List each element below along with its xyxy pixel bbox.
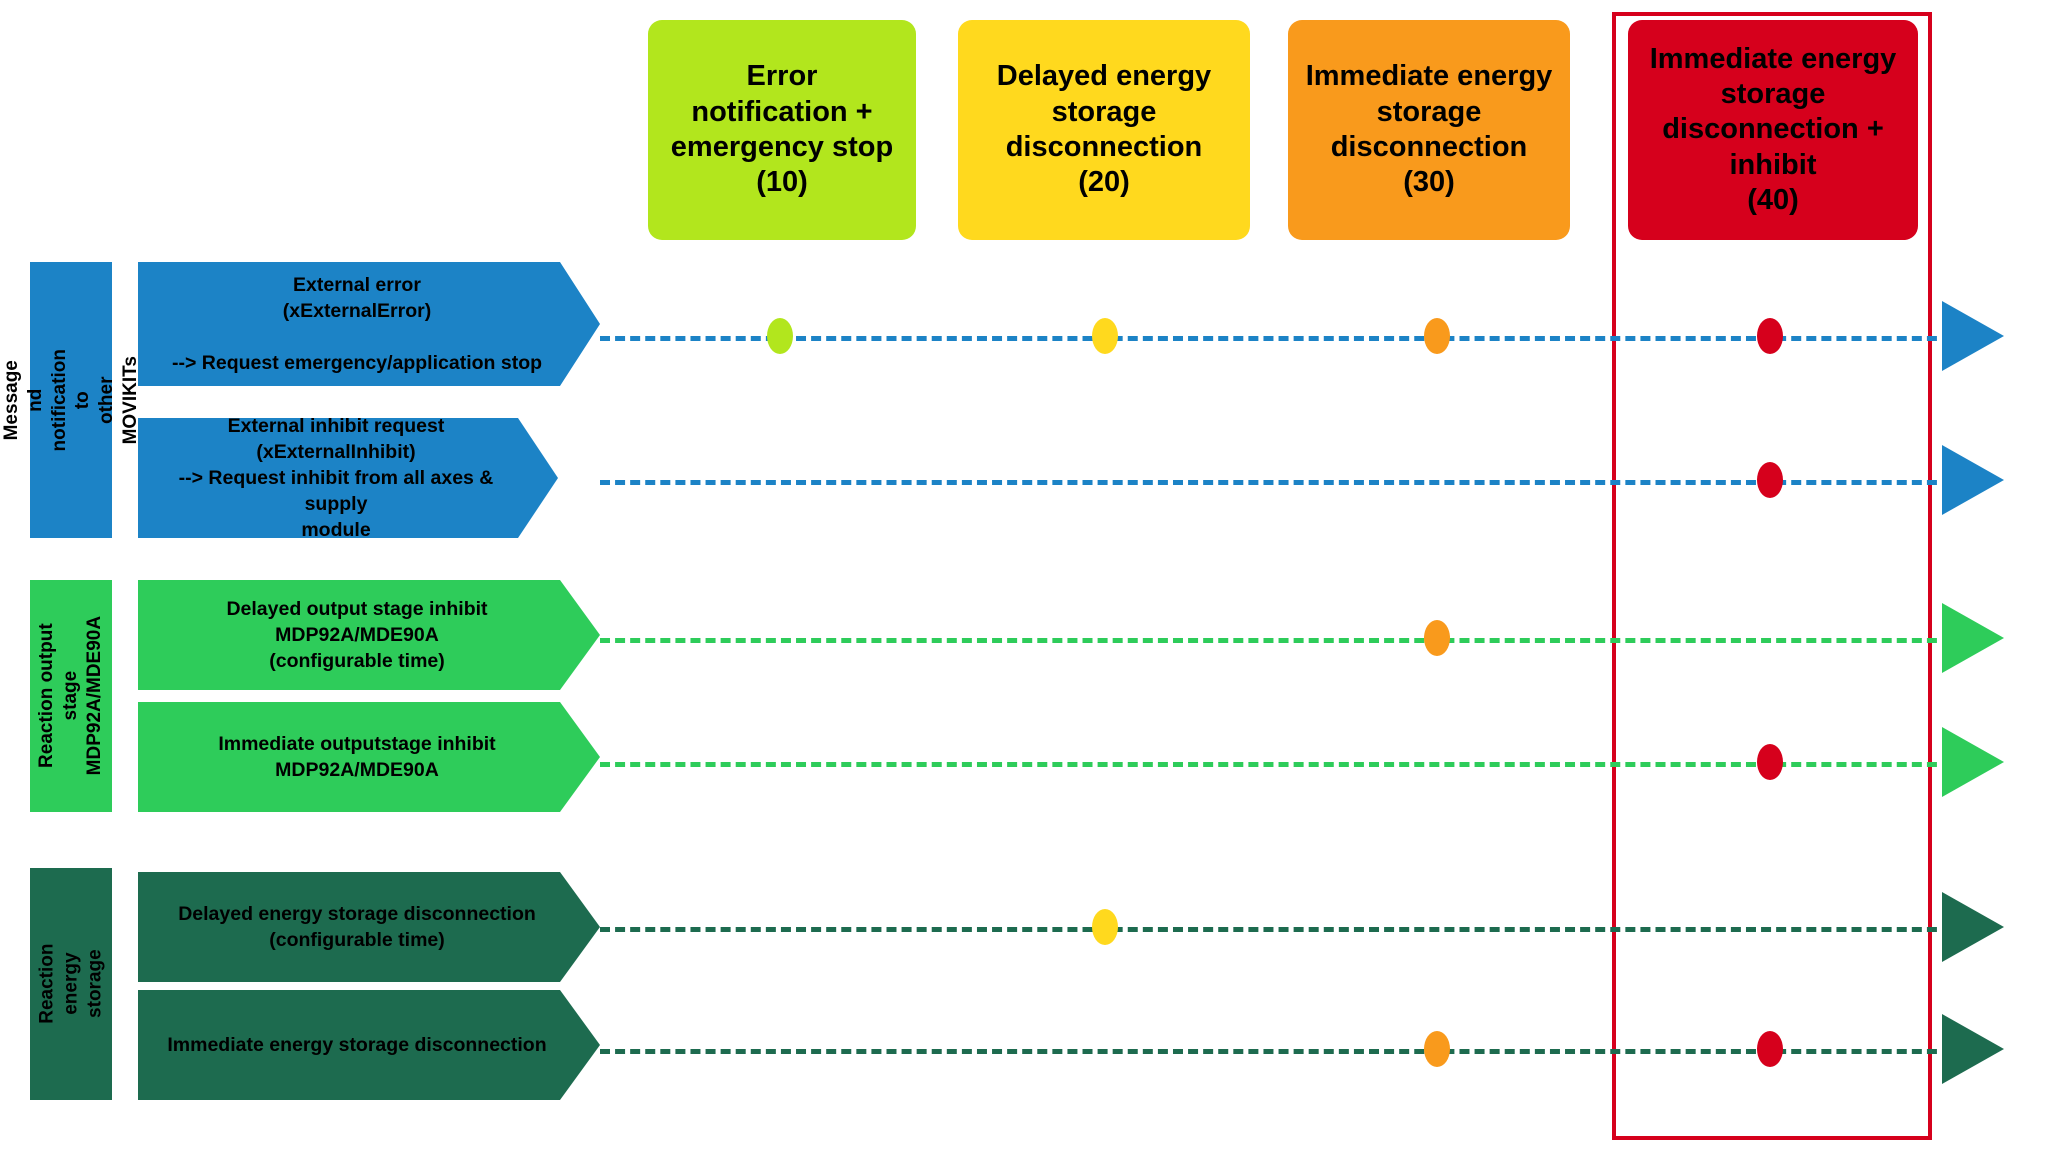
row-banner-row-delayed-energy-disconnect[interactable]: Delayed energy storage disconnection (co… xyxy=(138,872,600,982)
marker-dot-row-delayed-energy-disconnect-col-20[interactable] xyxy=(1092,909,1118,945)
column-header-40[interactable]: Immediate energy storage disconnection +… xyxy=(1628,20,1918,240)
row-banner-row-immediate-energy-disconnect[interactable]: Immediate energy storage disconnection xyxy=(138,990,600,1100)
connector-line-row-delayed-output-inhibit xyxy=(600,638,1952,643)
group-label-text: Message nd notification to other MOVIKIT… xyxy=(0,348,141,452)
connector-line-row-delayed-energy-disconnect xyxy=(600,927,1952,932)
highlight-column-outline xyxy=(1612,12,1932,1140)
connector-line-row-immediate-output-inhibit xyxy=(600,762,1952,767)
row-end-arrow-icon-row-immediate-energy-disconnect xyxy=(1942,1014,2004,1084)
marker-dot-row-external-error-col-40[interactable] xyxy=(1757,318,1783,354)
row-banner-row-immediate-output-inhibit[interactable]: Immediate outputstage inhibit MDP92A/MDE… xyxy=(138,702,600,812)
marker-dot-row-external-error-col-30[interactable] xyxy=(1424,318,1450,354)
marker-dot-row-immediate-output-inhibit-col-40[interactable] xyxy=(1757,744,1783,780)
row-end-arrow-icon-row-external-error xyxy=(1942,301,2004,371)
group-label-group-messages: Message nd notification to other MOVIKIT… xyxy=(1,262,141,538)
column-header-30[interactable]: Immediate energy storage disconnection (… xyxy=(1288,20,1570,240)
row-end-arrow-icon-row-delayed-energy-disconnect xyxy=(1942,892,2004,962)
row-banner-row-delayed-output-inhibit[interactable]: Delayed output stage inhibit MDP92A/MDE9… xyxy=(138,580,600,690)
marker-dot-row-external-error-col-20[interactable] xyxy=(1092,318,1118,354)
row-banner-row-external-error[interactable]: External error (xExternalError) --> Requ… xyxy=(138,262,600,386)
column-header-20[interactable]: Delayed energy storage disconnection (20… xyxy=(958,20,1250,240)
connector-line-row-immediate-energy-disconnect xyxy=(600,1049,1952,1054)
row-end-arrow-icon-row-immediate-output-inhibit xyxy=(1942,727,2004,797)
row-end-arrow-icon-row-external-inhibit xyxy=(1942,445,2004,515)
group-label-group-energy-storage: Reaction energy storage xyxy=(30,868,112,1100)
marker-dot-row-external-error-col-10[interactable] xyxy=(767,318,793,354)
row-end-arrow-icon-row-delayed-output-inhibit xyxy=(1942,603,2004,673)
connector-line-row-external-error xyxy=(600,336,1952,341)
group-label-text: Reaction energy storage xyxy=(36,943,105,1025)
marker-dot-row-immediate-energy-disconnect-col-30[interactable] xyxy=(1424,1031,1450,1067)
group-label-text: Reaction output stage MDP92A/MDE90A xyxy=(36,616,105,776)
marker-dot-row-external-inhibit-col-40[interactable] xyxy=(1757,462,1783,498)
row-banner-row-external-inhibit[interactable]: External inhibit request (xExternalInhib… xyxy=(138,418,558,538)
group-label-group-output-stage: Reaction output stage MDP92A/MDE90A xyxy=(30,580,112,812)
marker-dot-row-delayed-output-inhibit-col-30[interactable] xyxy=(1424,620,1450,656)
connector-line-row-external-inhibit xyxy=(600,480,1952,485)
column-header-10[interactable]: Error notification + emergency stop (10) xyxy=(648,20,916,240)
marker-dot-row-immediate-energy-disconnect-col-40[interactable] xyxy=(1757,1031,1783,1067)
